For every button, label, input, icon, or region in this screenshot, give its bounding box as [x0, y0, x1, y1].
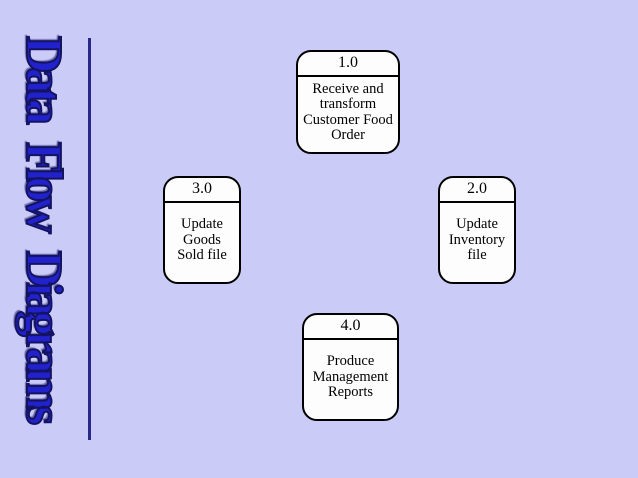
vertical-title: Data Flow Diagrams — [14, 35, 73, 420]
title-divider-line — [88, 38, 91, 440]
process-node-1-0: 1.0 Receive and transform Customer Food … — [296, 50, 400, 154]
process-node-1-0-label: Receive and transform Customer Food Orde… — [303, 80, 393, 143]
process-node-4-0-label: Produce Management Reports — [312, 353, 389, 401]
process-node-4-0-id: 4.0 — [304, 315, 397, 340]
process-node-3-0: 3.0 Update Goods Sold file — [163, 176, 241, 284]
process-node-2-0-label: Update Inventory file — [448, 216, 506, 264]
process-node-2-0: 2.0 Update Inventory file — [438, 176, 516, 284]
process-node-2-0-id: 2.0 — [440, 178, 514, 203]
process-node-1-0-id: 1.0 — [298, 52, 398, 77]
process-node-4-0: 4.0 Produce Management Reports — [302, 313, 399, 421]
process-node-3-0-label: Update Goods Sold file — [177, 216, 227, 264]
process-node-3-0-id: 3.0 — [165, 178, 239, 203]
